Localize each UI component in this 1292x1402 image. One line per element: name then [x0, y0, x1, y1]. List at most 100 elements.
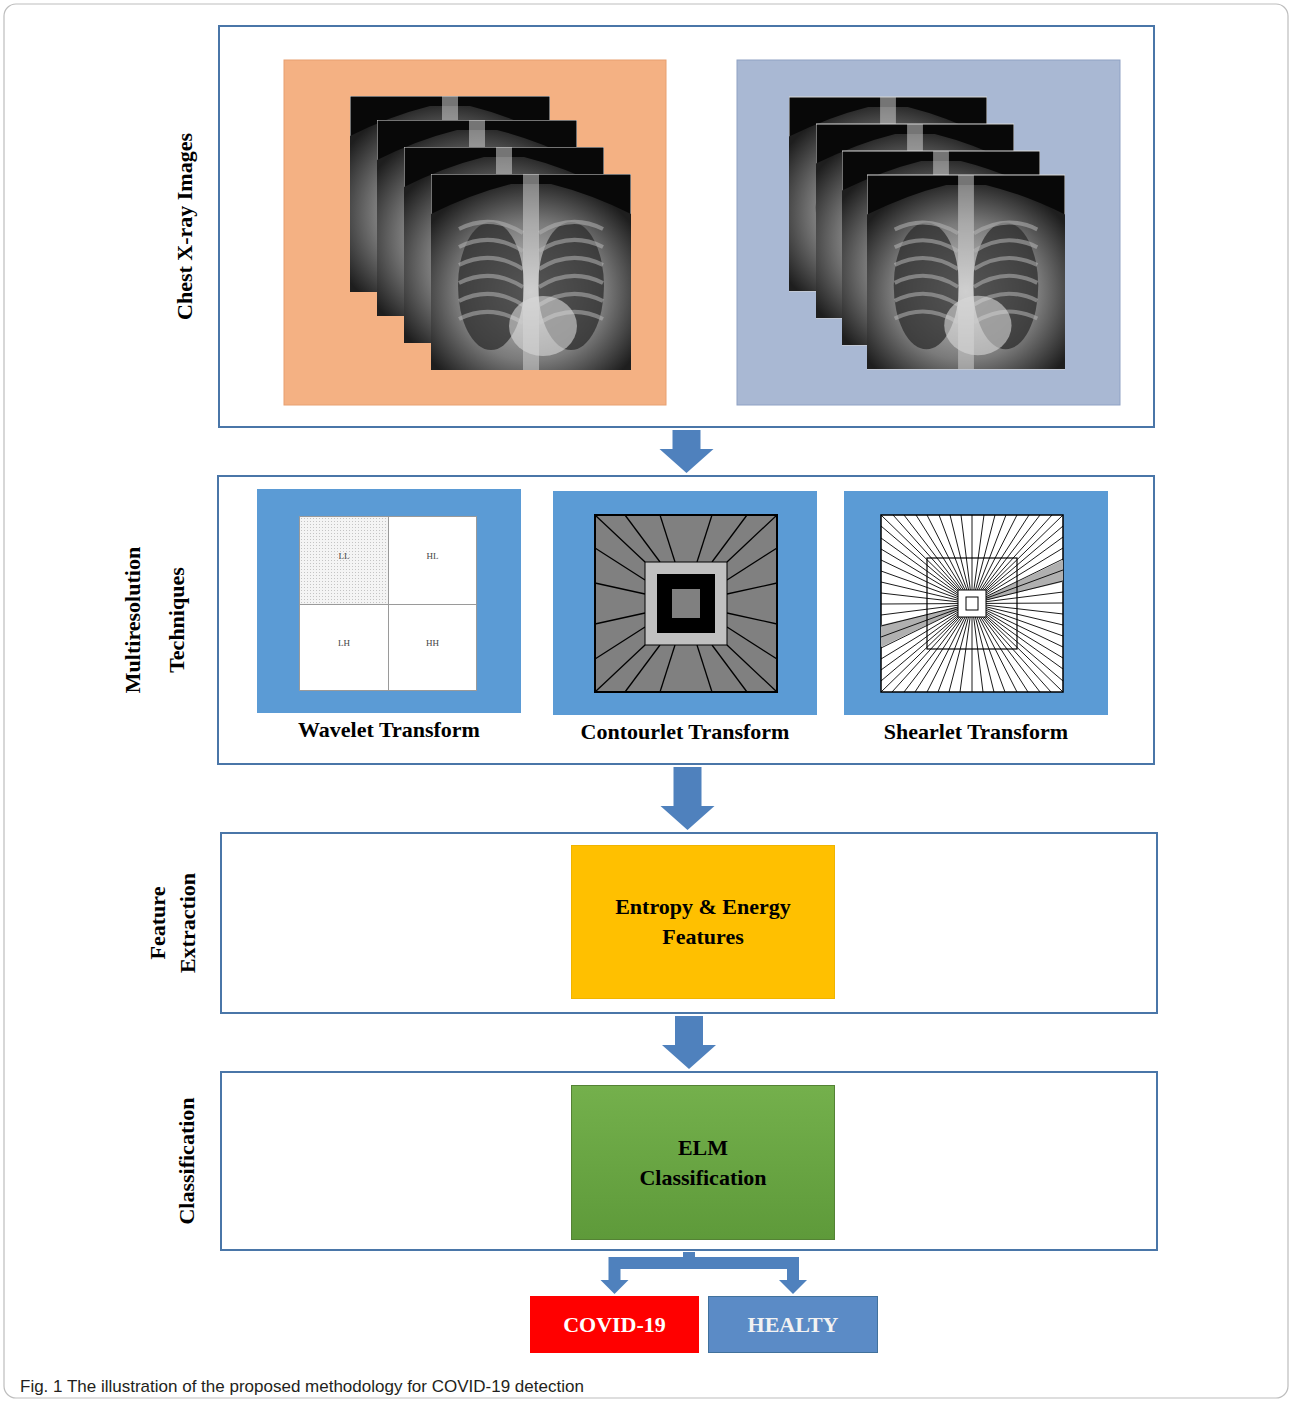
- illustration-part: [645, 562, 727, 645]
- stage-heading: Classification: [173, 1061, 202, 1261]
- transform-title: Contourlet Transform: [581, 719, 790, 745]
- subband-label: HL: [427, 551, 439, 561]
- illustration-part: [595, 627, 645, 659]
- subband-label: LL: [339, 551, 350, 561]
- illustration-part: [881, 549, 1063, 658]
- stage-panel: Chest X-ray Images: [218, 25, 1155, 428]
- transform-box: Shearlet Transform: [844, 491, 1108, 715]
- illustration-part: [595, 515, 777, 692]
- arrow-head: [661, 806, 715, 830]
- flow-arrow: [662, 1016, 716, 1069]
- transform-panels: [257, 489, 1108, 715]
- illustration-part: [958, 590, 986, 617]
- transform-title: Wavelet Transform: [298, 717, 480, 743]
- arrow-shaft: [675, 1016, 703, 1046]
- subband-label: HH: [426, 638, 439, 648]
- illustration-part: [727, 515, 777, 562]
- transform-title: Shearlet Transform: [884, 719, 1068, 745]
- illustration-part: [881, 515, 1063, 692]
- illustration-part: [625, 645, 660, 692]
- arrow-head: [662, 1045, 716, 1069]
- illustration-part: [867, 175, 1065, 369]
- illustration-part: [727, 645, 777, 692]
- illustration-part: [284, 60, 666, 405]
- illustration-part: [881, 559, 1063, 648]
- illustration-part: [697, 645, 712, 692]
- process-box: COVID-19: [530, 1296, 699, 1353]
- subband-cell: LL: [299, 516, 389, 605]
- illustration-part: [431, 174, 631, 370]
- transform-box: LLHLLHHHWavelet Transform: [257, 489, 521, 713]
- shearlet-figure: [881, 515, 1063, 692]
- illustration-part: [625, 515, 660, 562]
- illustration-part: [595, 515, 777, 692]
- illustration-part: [844, 491, 1108, 715]
- illustration-part: [881, 571, 1063, 636]
- arrow-shaft: [674, 767, 702, 807]
- subband-cell: HL: [388, 516, 477, 605]
- illustration-part: [881, 515, 1063, 692]
- illustration-part: [737, 60, 1120, 405]
- illustration-part: [881, 526, 1063, 681]
- illustration-part: [881, 548, 1063, 659]
- arrow-head: [660, 449, 714, 473]
- arrow-shaft: [673, 430, 701, 450]
- arrow-head: [601, 1280, 629, 1294]
- page-frame: [4, 4, 1288, 1398]
- transform-box: Contourlet Transform: [553, 491, 817, 715]
- subband-label: LH: [338, 638, 350, 648]
- figure-caption: Fig. 1 The illustration of the proposed …: [20, 1377, 584, 1397]
- illustration-part: [927, 558, 1017, 649]
- illustration-part: [727, 548, 777, 580]
- illustration-part: [881, 581, 1063, 626]
- illustration-part: [881, 582, 1063, 625]
- illustration-part: [595, 515, 645, 562]
- process-box: ELM Classification: [571, 1085, 835, 1240]
- illustration-part: [660, 515, 675, 562]
- illustration-part: [553, 491, 817, 715]
- illustration-part: [881, 560, 1063, 647]
- stage-heading: Feature Extraction: [143, 858, 202, 988]
- illustration-part: [881, 515, 1063, 692]
- illustration-part: [881, 570, 1063, 637]
- process-box: HEALTY: [708, 1296, 878, 1353]
- illustration-part: [595, 548, 645, 580]
- illustration-part: [672, 589, 700, 618]
- stage-heading: Chest X-ray Images: [171, 37, 200, 417]
- illustration-part: [727, 583, 777, 594]
- xray-group-healthy: [737, 60, 1120, 405]
- illustration-part: [595, 583, 645, 594]
- arrow-shaft: [615, 1252, 690, 1281]
- illustration-part: [881, 526, 1063, 681]
- illustration-part: [881, 538, 1063, 669]
- stage-panel: Entropy & Energy FeaturesFeature Extract…: [220, 832, 1158, 1014]
- flow-arrow: [601, 1252, 690, 1294]
- stage-panel: LL HL LH HH Wavelet Transform Contourlet Tran…: [217, 475, 1155, 765]
- process-box: Entropy & Energy Features: [571, 845, 835, 999]
- illustration-part: [660, 645, 675, 692]
- arrow-shaft: [689, 1252, 793, 1281]
- flow-arrow: [660, 430, 714, 473]
- illustration-part: [657, 574, 715, 633]
- flow-arrow: [661, 767, 715, 830]
- illustration-part: [595, 613, 645, 624]
- xray-group-covid: [284, 60, 666, 405]
- box-label: Entropy & Energy Features: [598, 892, 808, 951]
- arrow-head: [779, 1280, 807, 1294]
- illustration-part: [881, 537, 1063, 670]
- box-label: HEALTY: [748, 1310, 839, 1340]
- illustration-part: [881, 515, 1063, 692]
- box-label: ELM Classification: [628, 1133, 778, 1192]
- illustration-part: [712, 645, 747, 692]
- subband-cell: HH: [388, 604, 477, 691]
- illustration-part: [727, 613, 777, 624]
- flow-arrow: [689, 1252, 807, 1294]
- illustration-part: [257, 489, 521, 713]
- illustration-part: [697, 515, 712, 562]
- stage-heading: Multiresolution Techniques: [111, 520, 199, 720]
- illustration-part: [595, 645, 645, 692]
- stage-panel: ELM ClassificationClassification: [220, 1071, 1158, 1251]
- subband-cell: LH: [299, 604, 389, 691]
